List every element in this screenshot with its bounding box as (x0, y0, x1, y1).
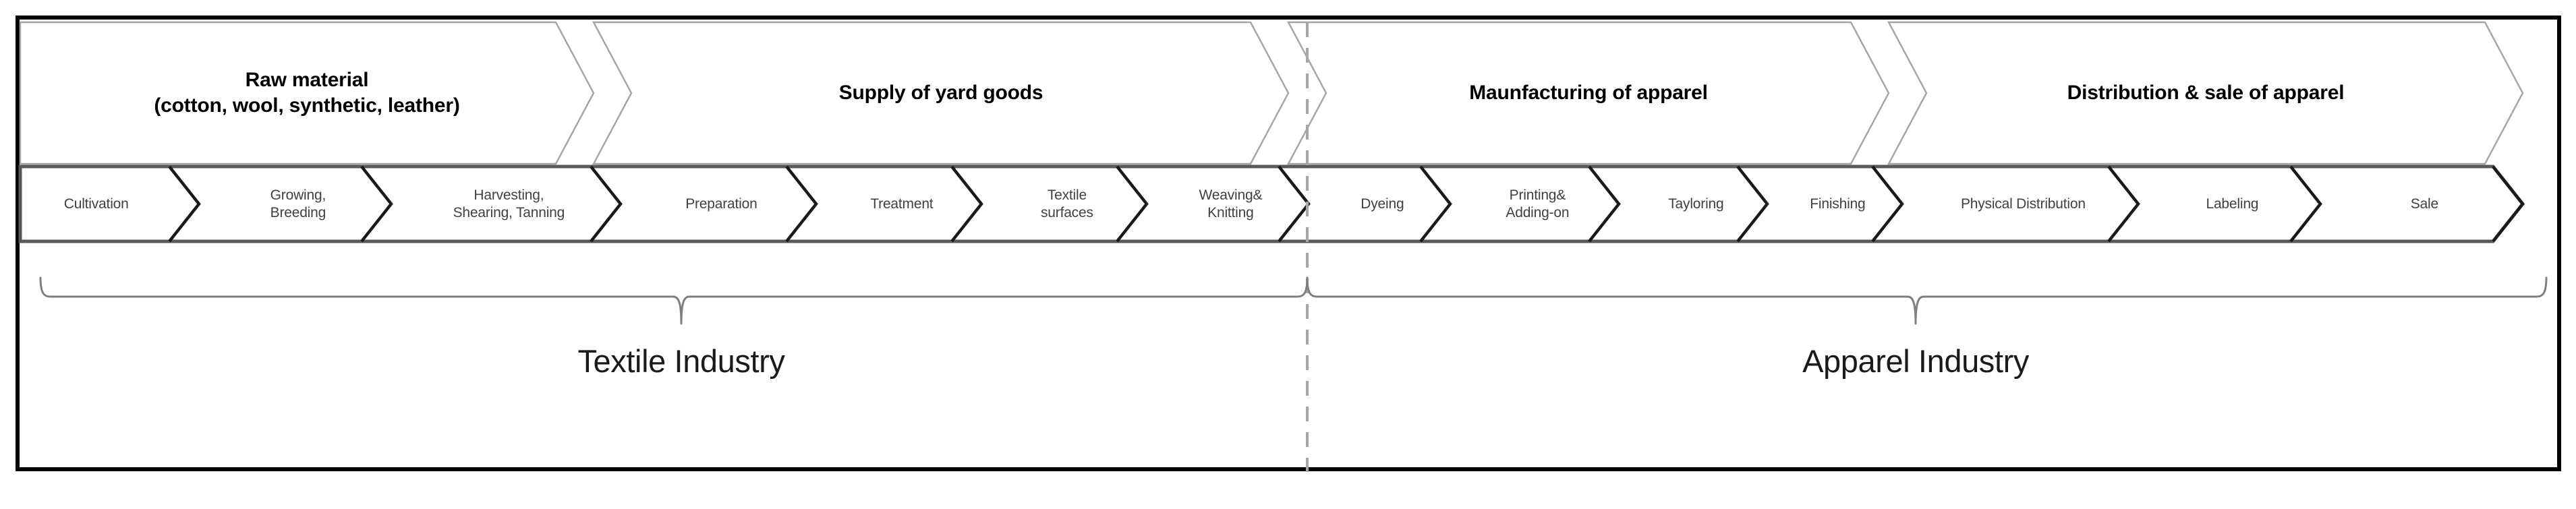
brace-apparel-industry (1306, 276, 2548, 325)
step-separator-cultivation (168, 165, 201, 243)
step-separator-growing-breeding (360, 165, 393, 243)
step-separator-harvesting-shearing-tanning (590, 165, 623, 243)
step-separator-labeling (2289, 165, 2322, 243)
step-band (18, 164, 2525, 243)
step-band-outline (18, 164, 2525, 243)
industry-brace-layer (39, 276, 2548, 325)
step-arrow-head-sale (2492, 165, 2525, 243)
step-separator-finishing (1871, 165, 1904, 243)
brace-textile-industry (39, 276, 1309, 325)
stage-chevron-raw-material (19, 21, 595, 165)
step-separator-dyeing (1419, 165, 1452, 243)
diagram-frame (16, 16, 2561, 471)
step-separator-printing-adding-on (1588, 165, 1621, 243)
stage-chevron-supply-of-yard-goods (592, 21, 1290, 165)
step-separator-treatment (950, 165, 983, 243)
step-separator-textile-surfaces (1116, 165, 1149, 243)
step-separator-tayloring (1736, 165, 1769, 243)
step-separator-preparation (785, 165, 818, 243)
step-separator-physical-distribution (2107, 165, 2140, 243)
stage-chevron-manufacturing-of-apparel (1286, 21, 1890, 165)
stage-band (19, 21, 2524, 165)
stage-chevron-distribution-sale-of-apparel (1887, 21, 2524, 165)
